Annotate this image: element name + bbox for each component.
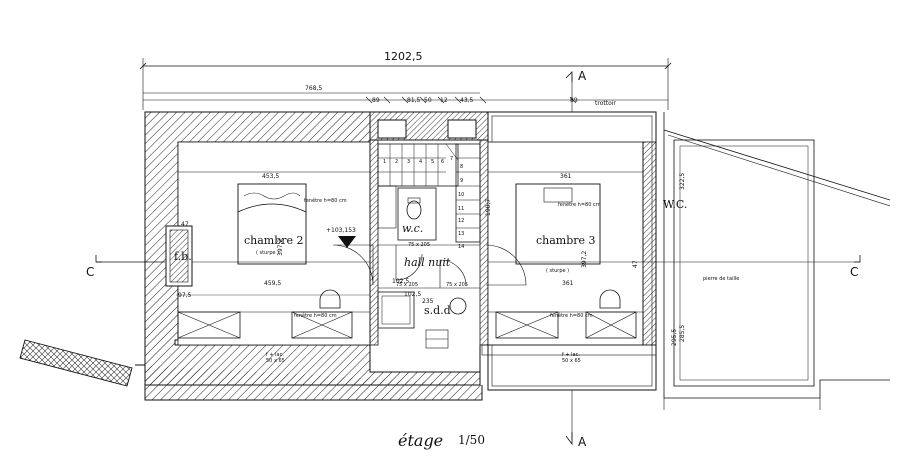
left-span-dim: 768,5 — [305, 85, 322, 92]
step-11: 11 — [458, 206, 464, 212]
drawing-title: étage — [398, 431, 443, 450]
chambre-3-top: 361 — [560, 173, 572, 180]
dim-c: 50 — [424, 97, 432, 104]
chambre-2-height: 397,2 — [277, 239, 284, 256]
step-6: 6 — [441, 159, 444, 165]
desk-chairs — [319, 289, 621, 309]
external-ramp — [19, 339, 133, 387]
chambre-3-sub: ( sturpe ) — [546, 268, 569, 274]
window-note-2: fenêtre h=80 cm — [294, 312, 337, 319]
chambre-3-label: chambre 3 — [536, 234, 596, 247]
door-label-1: 75 x 205 — [408, 242, 430, 248]
step-3: 3 — [407, 159, 410, 165]
chambre-3-height: 397,2 — [581, 251, 588, 268]
side-dim-5: 285,5 — [679, 325, 686, 342]
central-partitions — [332, 185, 527, 349]
step-1: 1 — [383, 159, 386, 165]
side-dim-8: 102,5 — [404, 291, 421, 298]
window-note-4: fenêtre h=80 cm — [550, 312, 593, 319]
chambre-2-top: 453,5 — [262, 173, 279, 180]
window-note-1: fenêtre h=80 cm — [304, 197, 347, 204]
hall-label: hall nuit — [404, 256, 451, 269]
side-dim-7: 295,5 — [671, 329, 678, 346]
fb-label: f.b. — [174, 250, 192, 263]
chambre-2-width: 459,5 — [264, 280, 281, 287]
side-dim-1: 47 — [181, 221, 189, 228]
door-label-2: 75 x 205 — [396, 282, 418, 288]
sdd-width: 235 — [422, 298, 434, 305]
exterior-walls — [135, 111, 489, 401]
step-13: 13 — [458, 231, 464, 237]
elevation-value: +103,153 — [326, 227, 356, 234]
sdd-label: s.d.d — [424, 304, 451, 317]
wc-right-label: W.C. — [663, 198, 687, 211]
step-4: 4 — [419, 159, 422, 165]
step-10: 10 — [458, 192, 464, 198]
dim-b: 81,5 — [407, 97, 421, 104]
chambre-3-width: 361 — [562, 280, 574, 287]
dim-a: 89 — [372, 97, 380, 104]
dimension-lines-top — [139, 58, 672, 110]
velux-note-1a: f + lac. — [266, 352, 284, 358]
side-dim-9: 322,5 — [679, 173, 686, 190]
chambre-2-label: chambre 2 — [244, 234, 304, 247]
velux-note-1b: 50 x 65 — [266, 358, 285, 364]
dim-d: 12 — [440, 97, 448, 104]
section-c-right: C — [850, 265, 858, 279]
door-label-3: 75 x 205 — [446, 282, 468, 288]
beam-note: pierre de taille — [703, 276, 739, 282]
side-dim-4: 47 — [632, 260, 639, 268]
step-12: 12 — [458, 218, 464, 224]
elevation-marker — [338, 236, 356, 248]
side-dim-2: 97,5 — [178, 292, 192, 299]
overall-width-dim: 1202,5 — [384, 50, 423, 63]
section-line-c — [95, 255, 861, 263]
dim-f: 89 — [570, 97, 578, 104]
section-c-left: C — [86, 265, 94, 279]
stair-step-numbers: 1 2 3 4 5 6 7 8 9 10 11 12 13 14 — [383, 156, 464, 250]
step-5: 5 — [431, 159, 434, 165]
step-14: 14 — [458, 244, 464, 250]
dim-g: trottoir — [595, 100, 616, 107]
section-line-a — [565, 71, 573, 446]
bed-chambre-2 — [237, 183, 307, 265]
section-a-top: A — [578, 69, 587, 83]
wc-center-label: w.c. — [402, 222, 423, 235]
step-2: 2 — [395, 159, 398, 165]
step-9: 9 — [460, 178, 463, 184]
step-8: 8 — [460, 164, 463, 170]
velux-note-2a: f + lac. — [562, 352, 580, 358]
right-wing-walls — [481, 111, 657, 391]
step-7: 7 — [450, 156, 453, 162]
staircase — [377, 143, 481, 243]
chambre-2-sub: ( sturpe ) — [256, 250, 279, 256]
side-dim-6: 102,5 — [392, 278, 409, 285]
fireplace — [165, 225, 193, 287]
dim-e: 43,5 — [460, 97, 474, 104]
bed-chambre-3 — [515, 183, 601, 265]
section-a-bottom: A — [578, 435, 587, 449]
side-dim-3: 190,7 — [485, 199, 492, 216]
drawing-scale: 1/50 — [458, 433, 485, 447]
velux-windows — [177, 311, 637, 339]
velux-note-2b: 50 x 65 — [562, 358, 581, 364]
window-note-3: fenêtre h=80 cm — [558, 201, 601, 208]
annex-structure — [663, 112, 891, 410]
